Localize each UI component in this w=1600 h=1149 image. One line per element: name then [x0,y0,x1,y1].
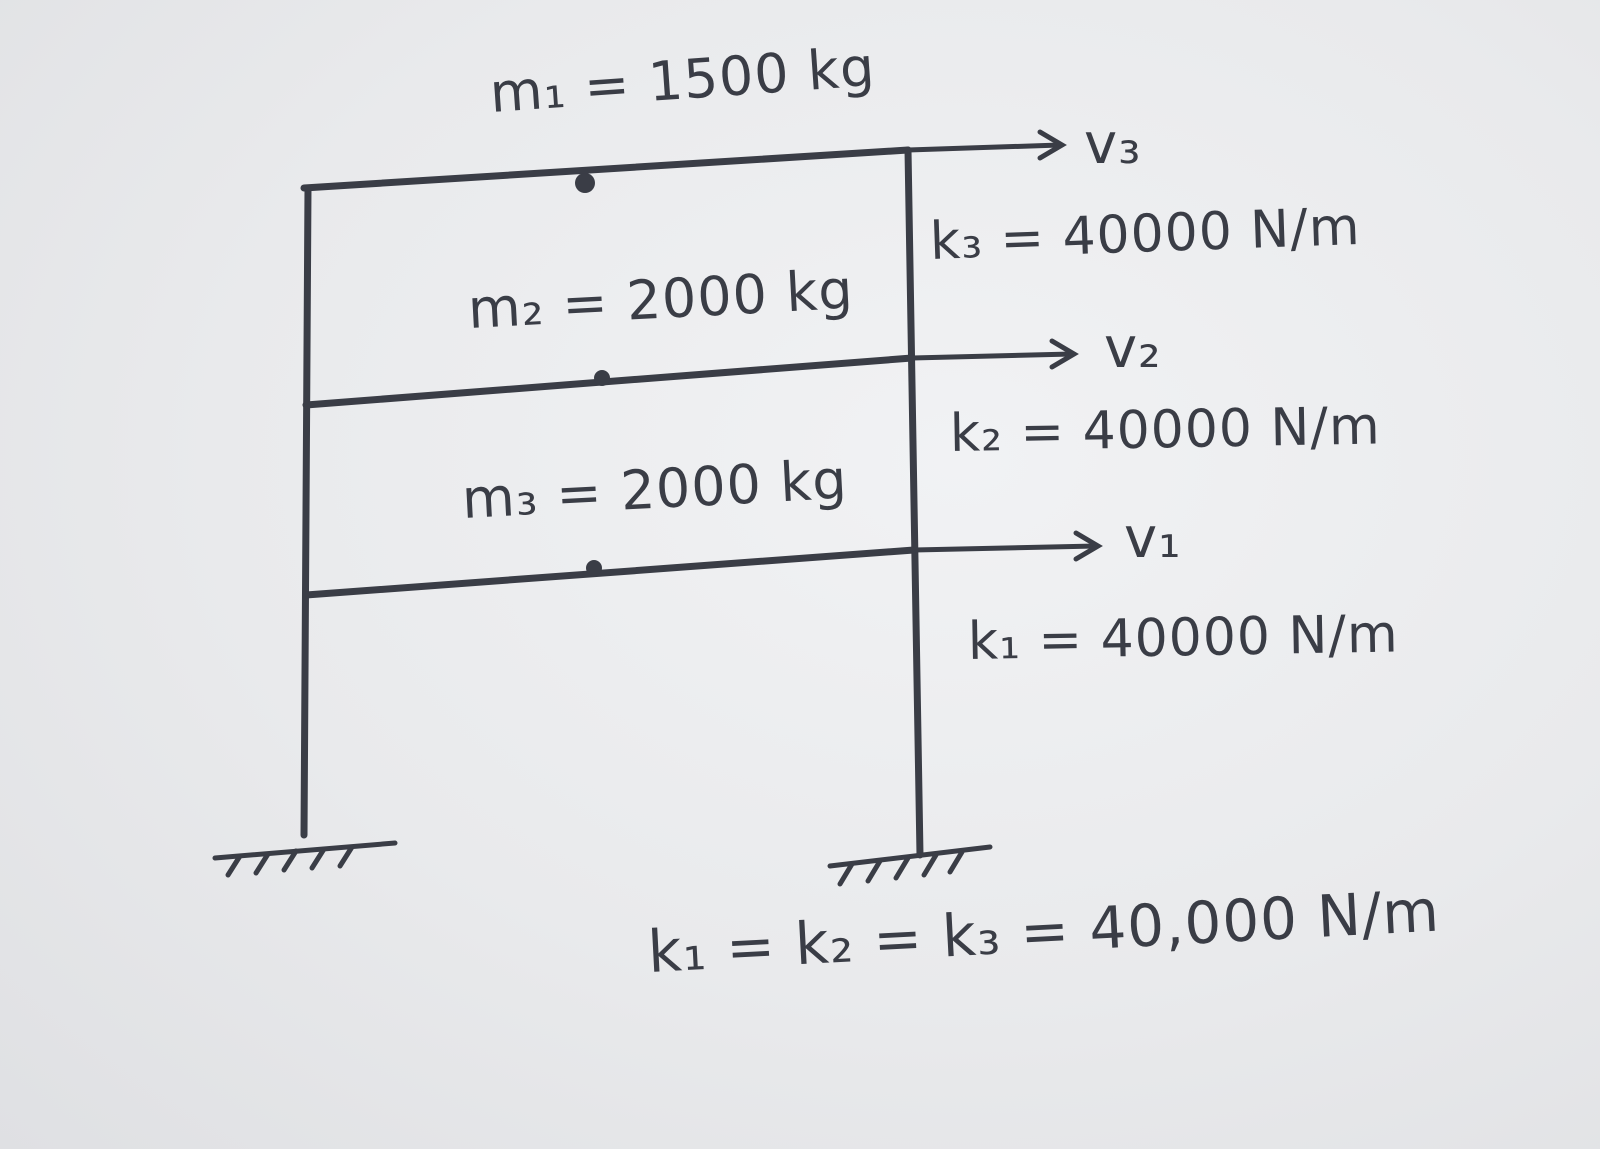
mass-dot-middle [594,370,610,386]
support-right-hatch-4 [921,852,939,878]
support-left-hatch-2 [253,851,271,876]
arrow-shaft-v2 [909,351,1075,361]
mass-dot-bottom [586,560,602,576]
support-left-hatch-3 [281,848,299,873]
support-left-hatch-1 [225,853,243,878]
arrow-head-v2 [1049,338,1079,370]
right-column [904,146,924,859]
support-left-hatch-5 [337,844,355,869]
displacement-label-v1: v₁ [1124,506,1182,571]
arrow-head-v3 [1037,129,1067,161]
floor-beam-top [300,146,912,192]
floor-beam-bottom [302,546,918,599]
support-right-hatch-1 [837,861,855,887]
support-right-hatch-3 [893,855,911,881]
arrow-head-v1 [1073,530,1103,562]
mass-dot-top [575,173,595,193]
arrow-shaft-v1 [911,543,1099,553]
displacement-label-v2: v₂ [1104,316,1162,381]
stiffness-label-k1: k₁ = 40000 N/m [967,604,1400,672]
displacement-label-v3: v₃ [1084,112,1142,177]
arrow-shaft-v3 [905,142,1063,153]
support-left-ground [212,840,398,861]
left-column [300,184,312,839]
support-left-hatch-4 [309,846,327,871]
support-right-hatch-2 [865,858,883,884]
support-right-hatch-5 [947,849,965,875]
stiffness-label-k2: k₂ = 40000 N/m [949,396,1382,464]
